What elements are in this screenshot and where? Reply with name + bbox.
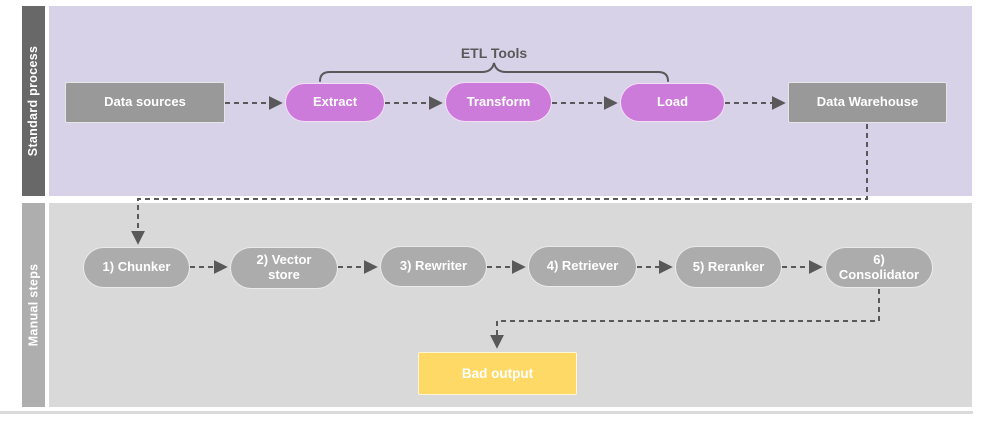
data-sources-node: Data sources — [65, 82, 225, 123]
rewriter-node: 3) Rewriter — [380, 246, 487, 287]
retriever-node: 4) Retriever — [528, 246, 637, 287]
consolidator-node: 6) Consolidator — [825, 247, 933, 288]
bottom-divider — [0, 411, 973, 414]
data-warehouse-node: Data Warehouse — [788, 82, 947, 123]
manual-steps-lane-label: Manual steps — [22, 203, 45, 407]
load-node: Load — [620, 83, 725, 122]
lane-label-text: Standard process — [26, 45, 41, 157]
lane-label-text: Manual steps — [26, 263, 41, 347]
chunker-node: 1) Chunker — [83, 247, 190, 288]
reranker-node: 5) Reranker — [675, 246, 782, 288]
standard-process-lane-label: Standard process — [22, 6, 45, 196]
etl-tools-label: ETL Tools — [460, 45, 528, 61]
extract-node: Extract — [285, 83, 385, 122]
vector-store-node: 2) Vector store — [230, 247, 338, 289]
bad-output-node: Bad output — [418, 352, 577, 395]
transform-node: Transform — [445, 82, 552, 122]
